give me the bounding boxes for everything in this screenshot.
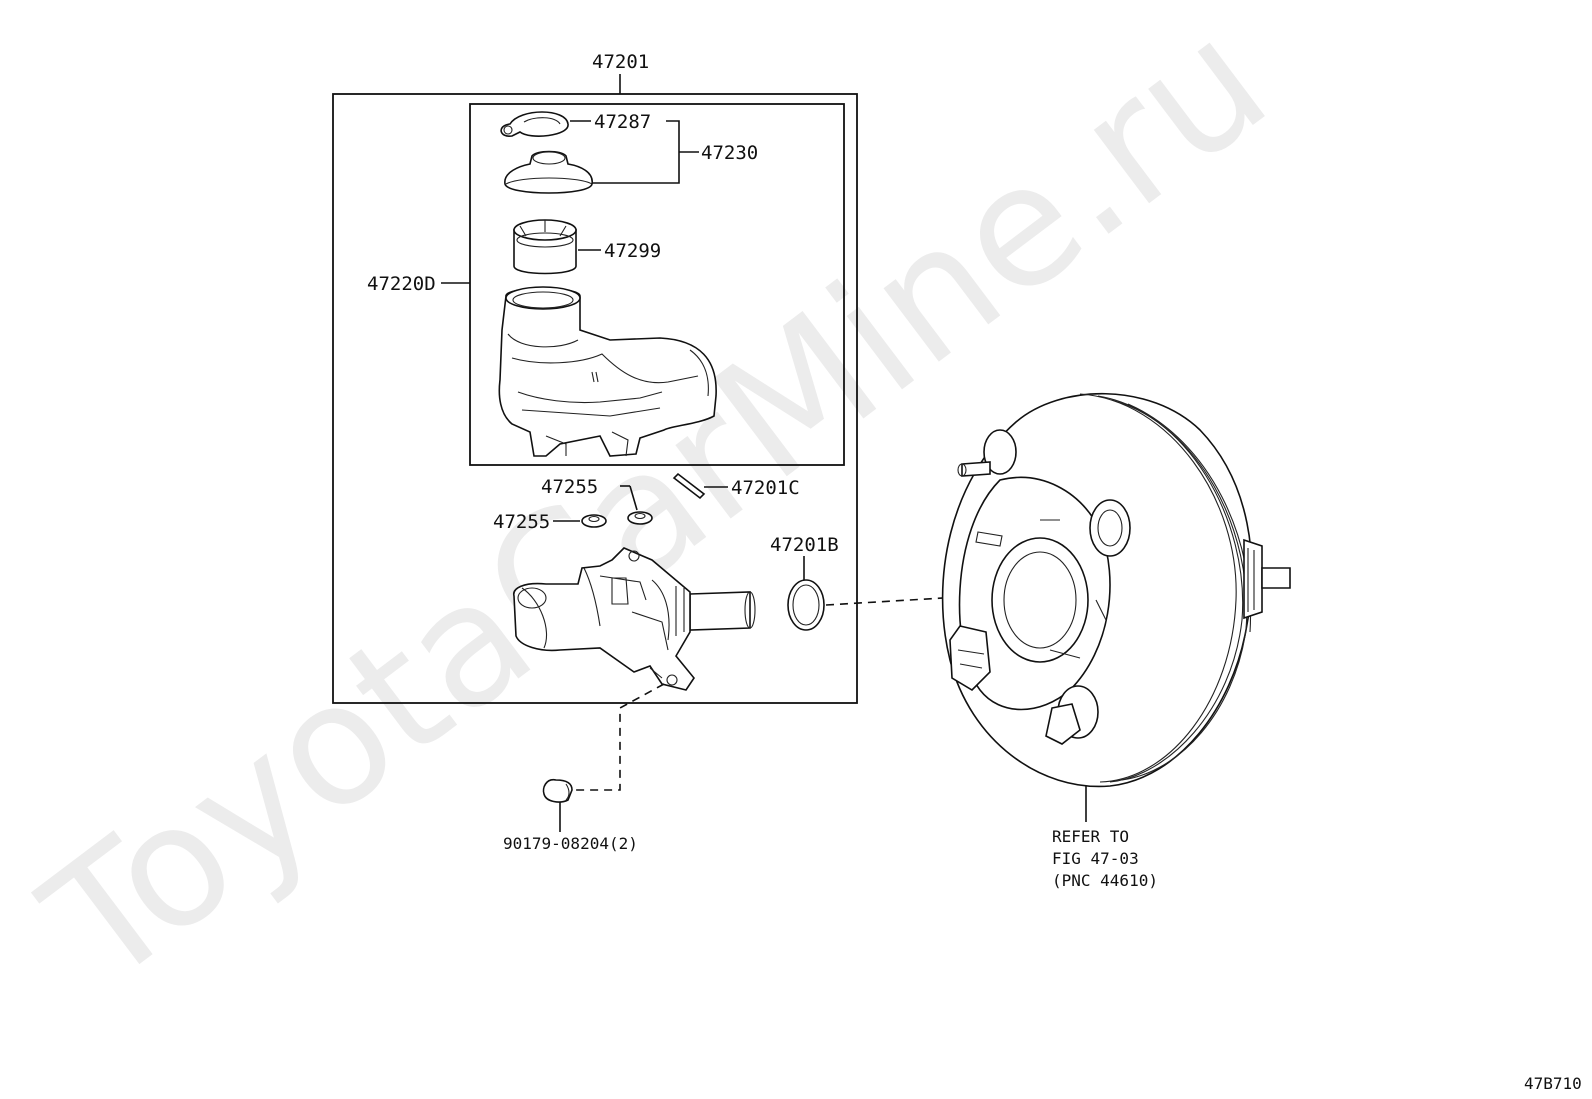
callout-47230[interactable]: 47230 [701,142,758,164]
reference-line-2: FIG 47-03 [1052,849,1139,868]
brake-booster [941,392,1291,788]
reference-line-3: (PNC 44610) [1052,871,1158,890]
cap-90179 [542,778,573,803]
o-ring-47201b [787,579,825,631]
reservoir-tank [498,286,717,457]
callout-47255-upper[interactable]: 47255 [541,476,598,498]
clip-47287 [500,111,569,137]
callout-47255-lower[interactable]: 47255 [493,511,550,533]
grommet-47255-upper [627,511,653,525]
callout-47287[interactable]: 47287 [594,111,651,133]
assembly-frame-47201 [332,93,858,704]
reservoir-frame-47220d [469,103,845,466]
reference-note: REFER TO FIG 47-03 (PNC 44610) [1052,827,1158,890]
grommet-47255-lower [581,514,607,528]
connection-line-cap [576,683,665,791]
reference-line-1: REFER TO [1052,827,1129,846]
callout-47220d[interactable]: 47220D [367,273,436,295]
diagram-code: 47B710 [1524,1074,1582,1093]
reservoir-cap [504,150,593,194]
callout-47201c[interactable]: 47201C [731,477,800,499]
callout-47299[interactable]: 47299 [604,240,661,262]
callout-47201b[interactable]: 47201B [770,534,839,556]
pin-47201c [672,472,706,500]
connection-line-booster [825,593,1011,606]
callout-90179[interactable]: 90179-08204(2) [503,834,638,853]
strainer-47299 [513,219,577,275]
master-cylinder [513,547,756,691]
callout-47201[interactable]: 47201 [592,51,649,73]
